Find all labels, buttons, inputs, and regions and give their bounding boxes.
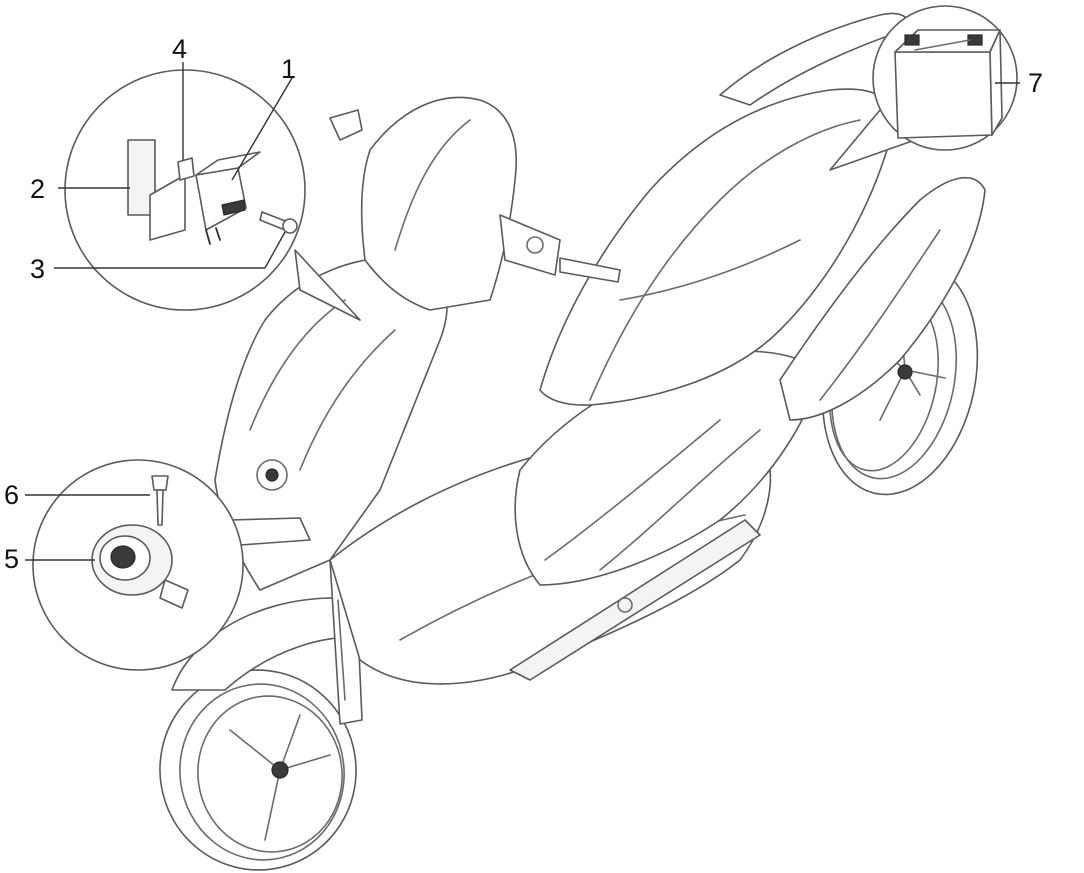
callout-2: 2 bbox=[30, 174, 46, 204]
callout-3: 3 bbox=[30, 254, 46, 284]
callout-6: 6 bbox=[4, 480, 20, 510]
scooter-body bbox=[214, 176, 986, 685]
battery-detail-circle bbox=[829, 5, 1018, 171]
horn-detail-circle bbox=[32, 459, 311, 671]
callout-5: 5 bbox=[4, 544, 20, 574]
leader-lines bbox=[25, 62, 1020, 561]
handlebar-windscreen bbox=[329, 96, 621, 311]
callout-1: 1 bbox=[281, 54, 297, 84]
callout-4: 4 bbox=[172, 34, 188, 64]
seat bbox=[539, 12, 909, 406]
callout-7: 7 bbox=[1028, 68, 1044, 98]
relay-detail-circle bbox=[64, 69, 361, 321]
